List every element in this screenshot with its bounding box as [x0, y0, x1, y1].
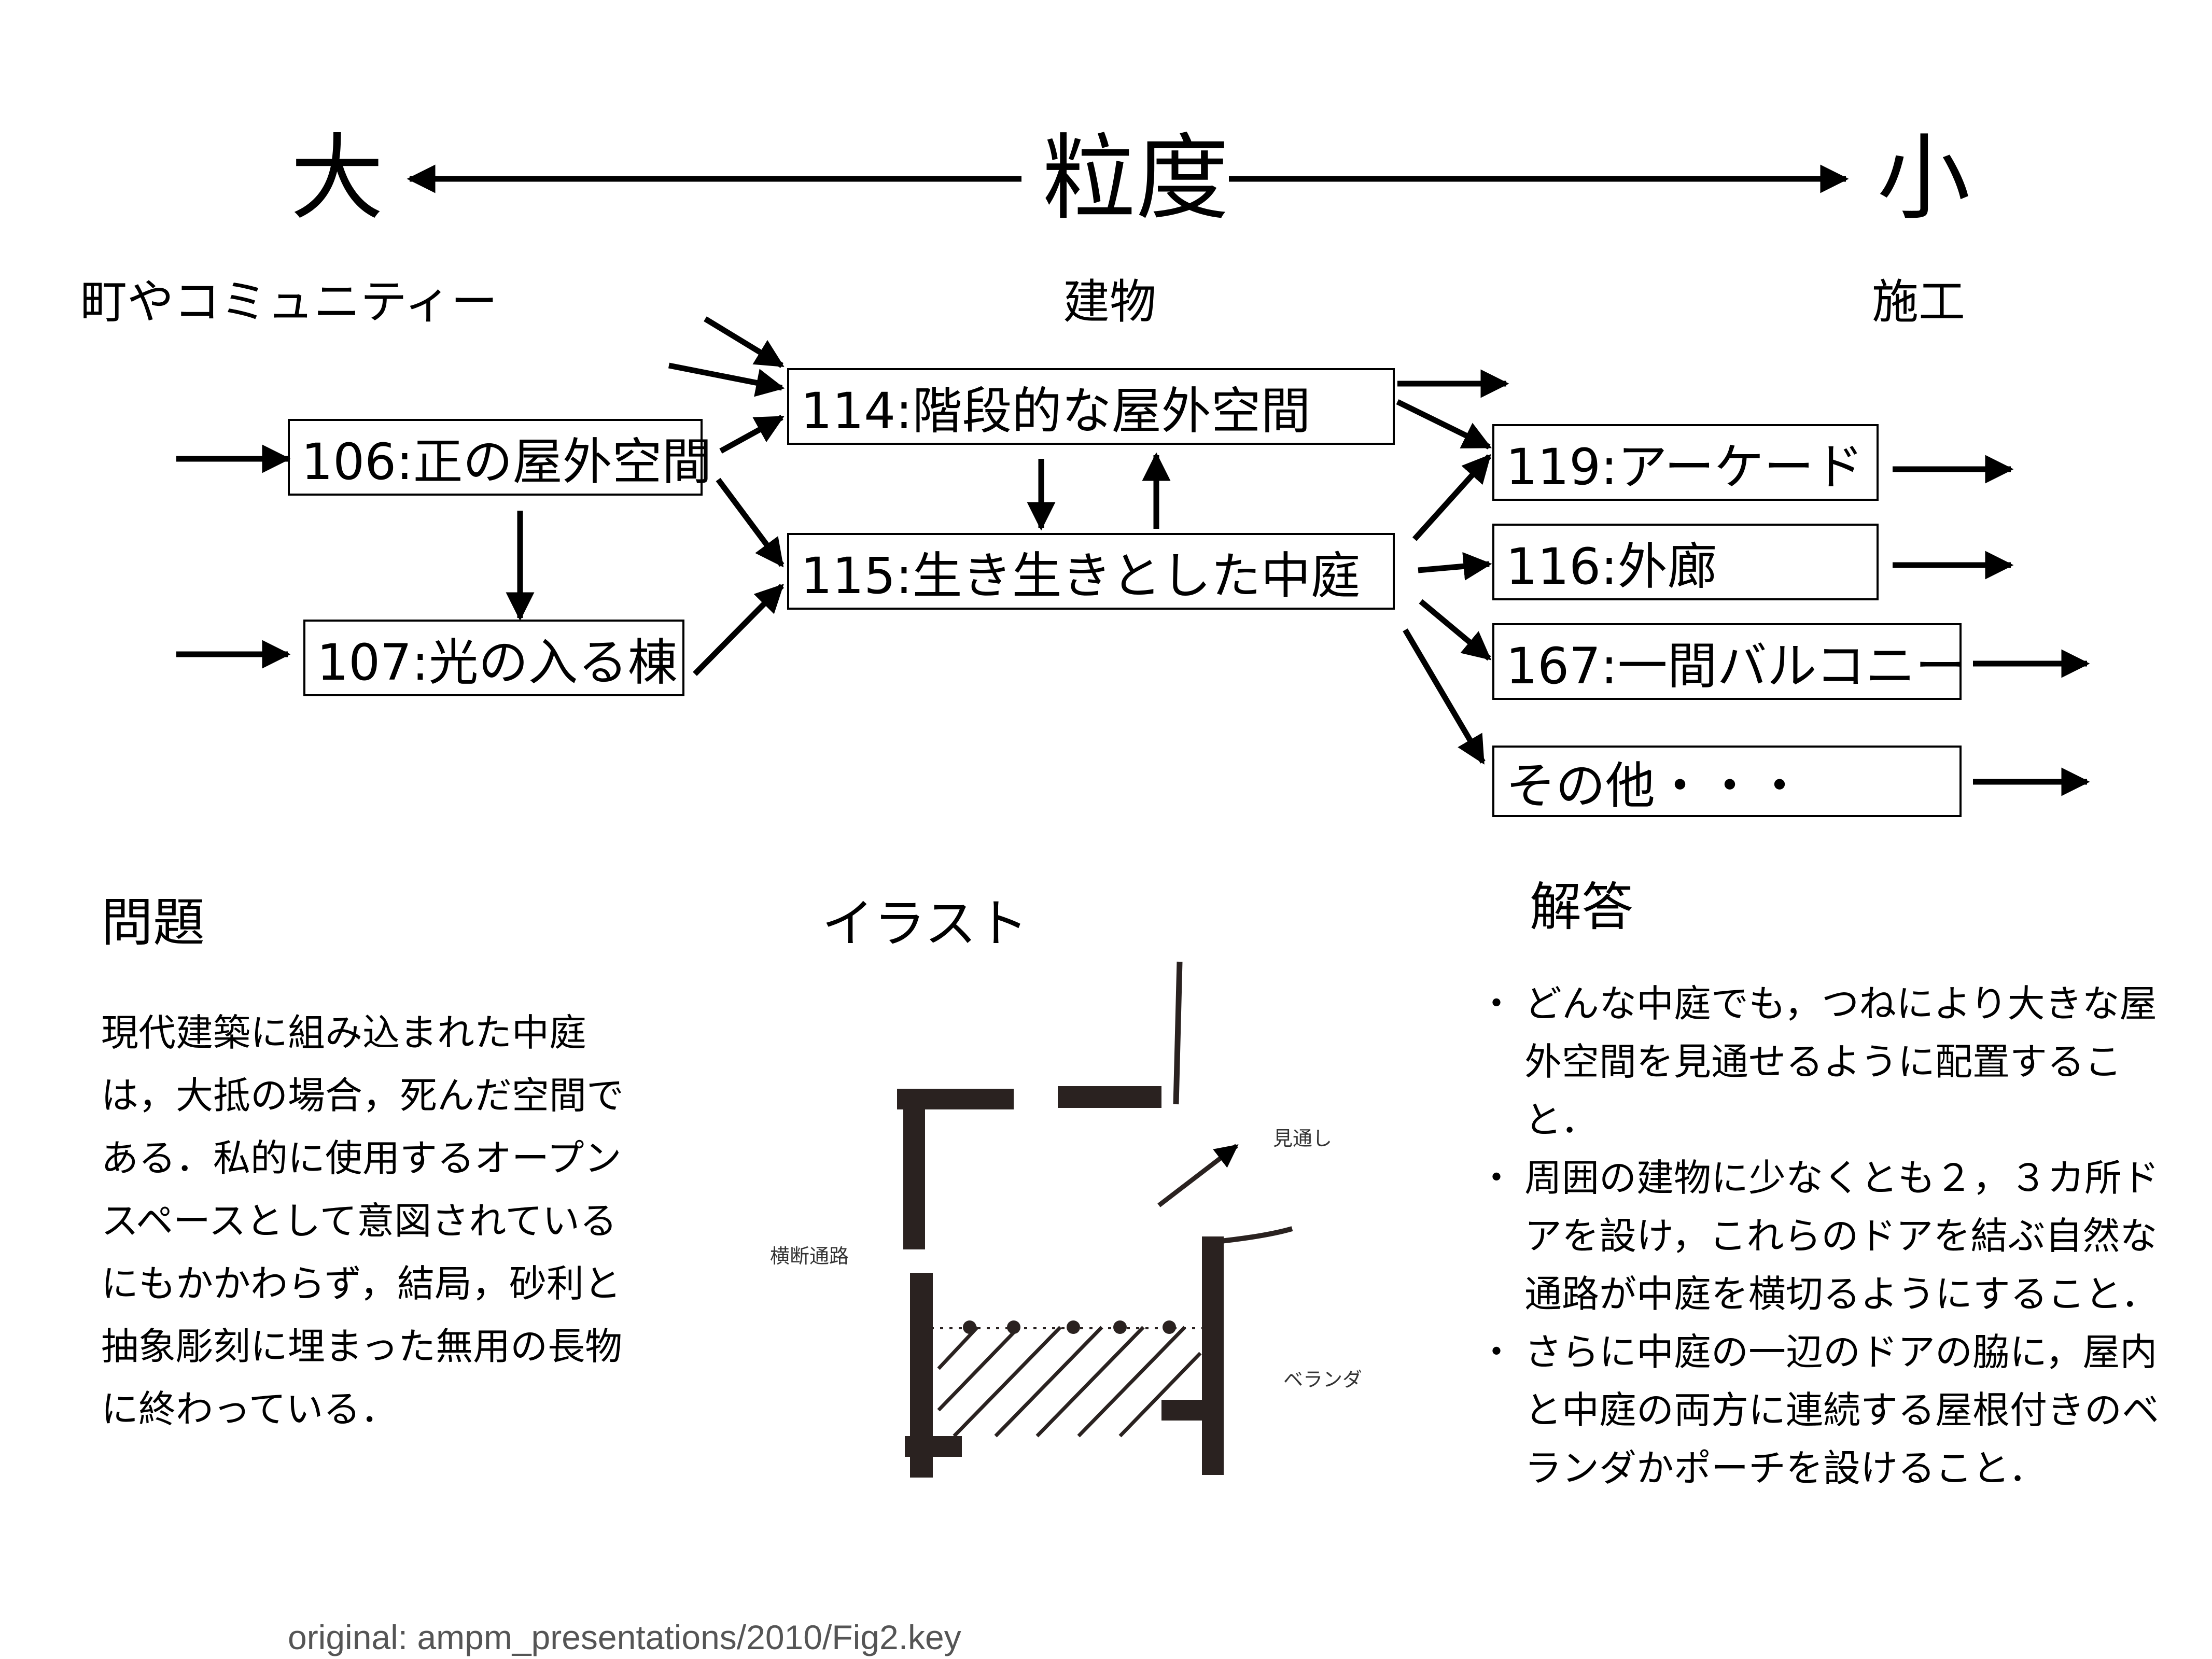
pattern-label-116: 116:外廊	[1506, 537, 1717, 596]
arrow-106-115	[716, 477, 785, 568]
pattern-box-167: 167:一間バルコニー	[1492, 623, 1965, 700]
solution-list: どんな中庭でも，つねにより大きな屋外空間を見通せるように配置すること． 周囲の建…	[1478, 975, 2167, 1497]
arrow-106-114	[719, 415, 785, 454]
illustration-heading: イラスト	[822, 893, 1028, 954]
pattern-label-114: 114:階段的な屋外空間	[801, 382, 1311, 440]
scale-title: 粒度	[1042, 124, 1229, 233]
problem-heading: 問題	[101, 892, 205, 953]
sketch-label-veranda: ベランダ	[1283, 1368, 1363, 1391]
pattern-box-107: 107:光の入る棟	[303, 620, 684, 696]
pattern-label-167: 167:一間バルコニー	[1506, 637, 1965, 695]
pattern-box-other: その他・・・	[1492, 746, 1962, 817]
sketch-wall-left-upper	[903, 1094, 925, 1249]
pattern-box-115: 115:生き生きとした中庭	[787, 533, 1395, 610]
pattern-box-119: 119:アーケード	[1492, 424, 1879, 501]
arrow-115-116	[1418, 552, 1492, 581]
solution-item-1: どんな中庭でも，つねにより大きな屋外空間を見通せるように配置すること．	[1478, 975, 2167, 1149]
arrow-in-114-a	[704, 316, 785, 368]
pattern-box-116: 116:外廊	[1492, 524, 1879, 600]
sketch-eave-right	[1215, 1226, 1293, 1244]
scale-small-label: 小	[1877, 124, 1971, 233]
arrow-in-114-b	[668, 362, 785, 397]
sketch-veranda-columns	[931, 1320, 1208, 1334]
sketch-wall-right	[1202, 1236, 1224, 1475]
solution-heading: 解答	[1530, 877, 1633, 937]
solution-item-3: さらに中庭の一辺のドアの脇に，屋内と中庭の両方に連続する屋根付きのベランダかポー…	[1478, 1323, 2167, 1497]
pattern-box-106: 106:正の屋外空間	[288, 419, 712, 496]
sketch-veranda-hatching	[937, 1326, 1202, 1438]
source-footer: original: ampm_presentations/2010/Fig2.k…	[288, 1618, 961, 1656]
arrow-115-119	[1412, 454, 1492, 541]
category-community: 町やコミュニティー	[80, 275, 498, 329]
arrow-115-167	[1419, 599, 1492, 661]
sketch-label-passage: 横断通路	[770, 1245, 849, 1268]
pattern-label-other: その他・・・	[1506, 756, 1804, 815]
scale-large-label: 大	[290, 124, 384, 233]
pattern-box-114: 114:階段的な屋外空間	[787, 368, 1395, 445]
sketch-wall-vertical-top	[1173, 961, 1183, 1105]
sketch-wall-bottom-left	[905, 1436, 962, 1457]
category-construction: 施工	[1872, 275, 1965, 329]
sketch-label-view: 見通し	[1273, 1127, 1333, 1150]
sketch-wall-bottom-right	[1161, 1400, 1224, 1421]
sketch-view-arrow	[1157, 1144, 1239, 1207]
pattern-label-119: 119:アーケード	[1506, 438, 1864, 496]
arrow-114-119	[1396, 399, 1492, 449]
pattern-label-115: 115:生き生きとした中庭	[801, 546, 1361, 605]
pattern-label-106: 106:正の屋外空間	[301, 432, 712, 491]
pattern-label-107: 107:光の入る棟	[317, 633, 678, 692]
arrow-107-115	[693, 584, 784, 676]
problem-text: 現代建築に組み込まれた中庭は，大抵の場合，死んだ空間である．私的に使用するオープ…	[101, 1011, 624, 1431]
sketch-wall-top-right	[1058, 1086, 1161, 1108]
solution-item-2: 周囲の建物に少なくとも２，３カ所ドアを設け，これらのドアを結ぶ自然な通路が中庭を…	[1478, 1149, 2167, 1323]
arrow-115-other	[1403, 628, 1486, 765]
category-building: 建物	[1063, 275, 1156, 329]
